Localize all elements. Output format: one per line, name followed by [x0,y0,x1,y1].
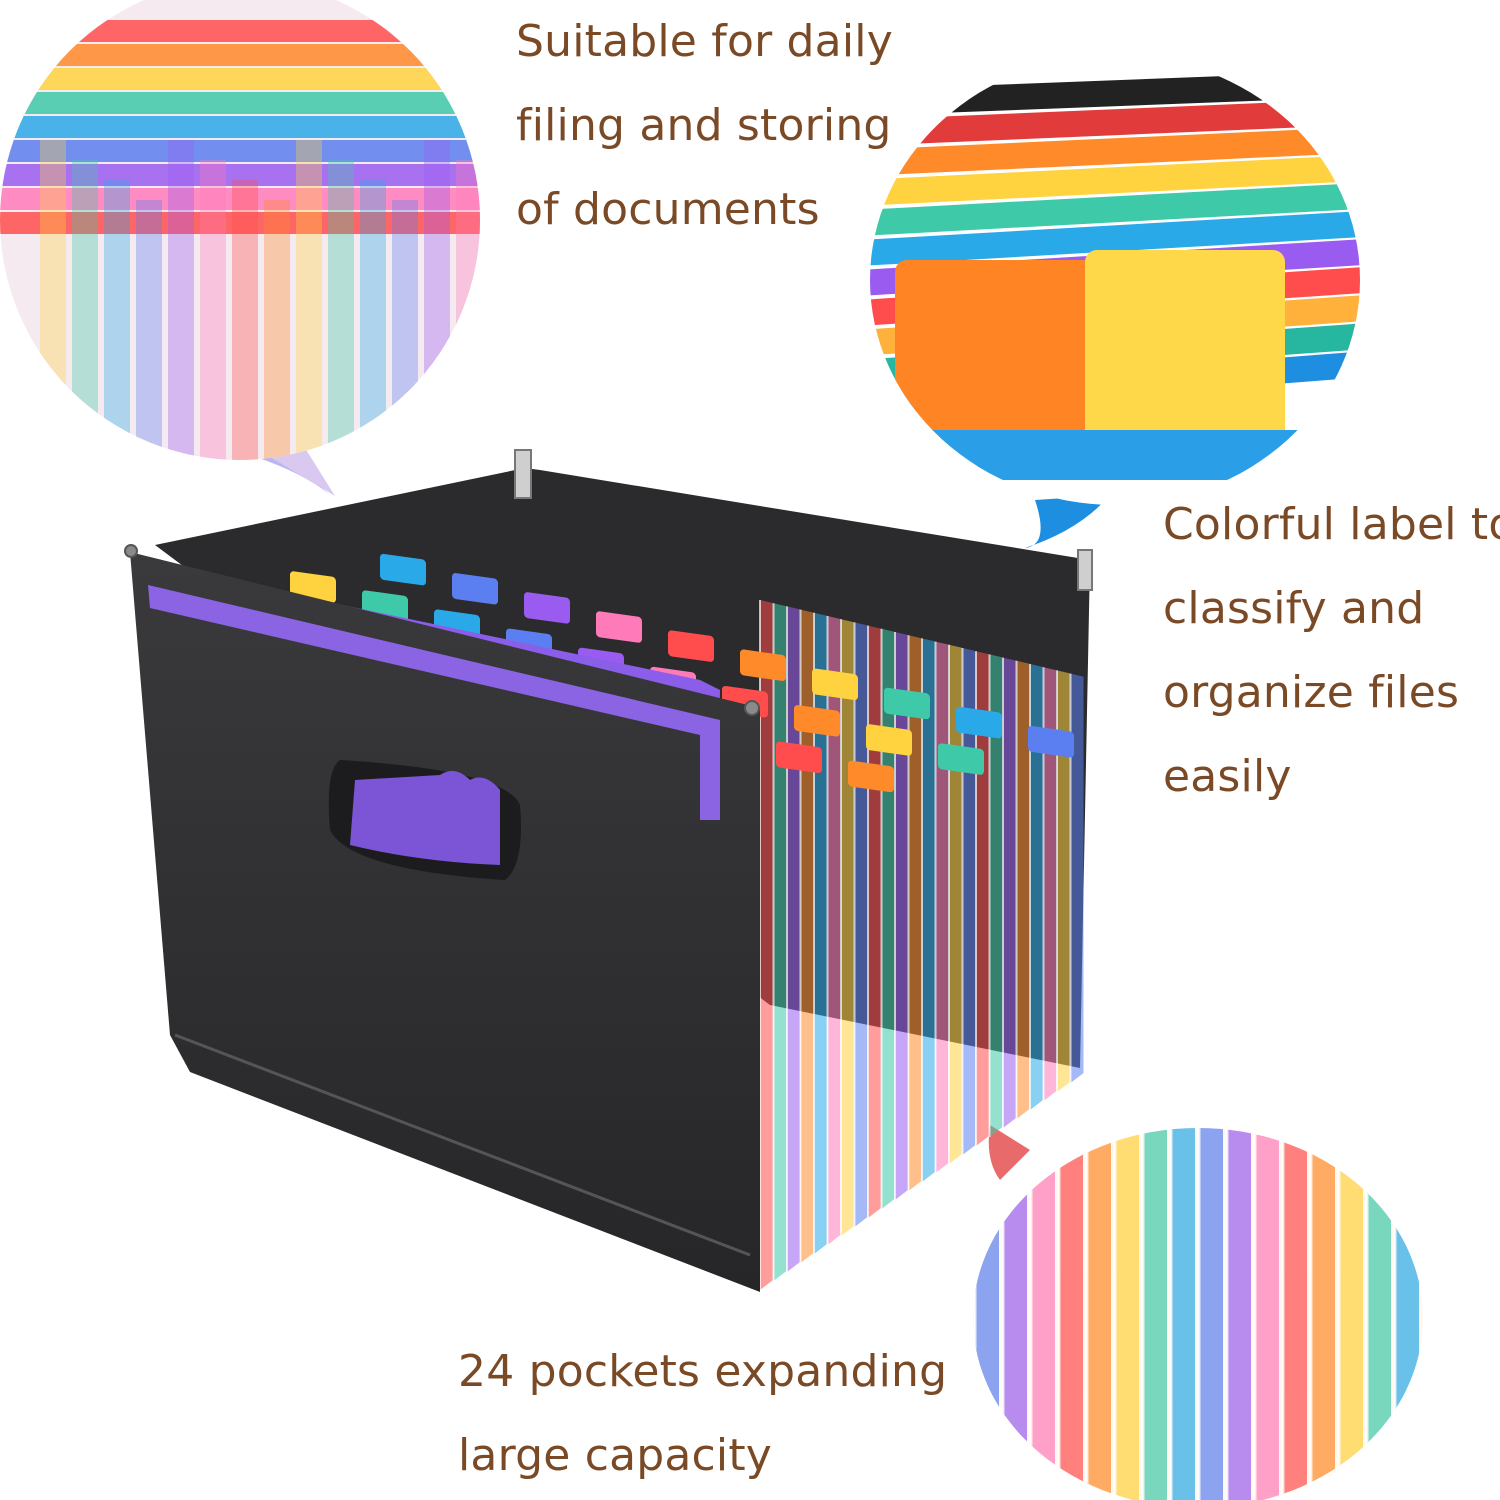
gusset-strip [232,180,258,460]
gusset-strip [264,200,290,460]
pocket-stripe [1311,1128,1335,1500]
pocket-stripe [1143,1128,1167,1500]
pocket-gusset [976,651,989,1146]
folder-tab [776,741,822,774]
pocket-gusset [881,628,895,1209]
folder-layer [870,210,1360,266]
pocket-stripe [1395,1128,1419,1500]
folder-tab [884,687,930,720]
pocket-stripe [1031,1128,1055,1500]
gusset-strip [40,140,66,460]
folder-tab [812,668,858,701]
pocket-stripe [1367,1128,1391,1500]
gusset-strip [328,160,354,460]
folder-tab [596,611,642,643]
pocket-gusset [1043,667,1057,1101]
gusset-strip [72,160,98,460]
tab-band [0,164,480,186]
tab-band [0,92,480,114]
folder-tab [1028,725,1074,758]
folder-tab [380,553,426,586]
tab-band [0,116,480,138]
caption-colorful-label: Colorful label to classify and organize … [1163,499,1500,802]
tab-band [0,44,480,66]
folder-tab [956,706,1002,739]
gusset-strip [296,140,322,460]
gusset-strip [392,200,418,460]
folder-layer [870,154,1360,206]
tab-band [0,212,480,234]
folder-tab [848,760,894,793]
pocket-gusset [1057,670,1070,1092]
folder-tab [866,724,912,756]
pocket-gusset [1070,673,1084,1083]
folder-tab [452,573,498,605]
pocket-stripe [1171,1128,1195,1500]
pocket-gusset [962,648,976,1155]
pocket-stripe [1059,1128,1083,1500]
folder-layer [870,126,1360,176]
label-orange [895,260,1095,430]
pocket-gusset [1030,664,1043,1110]
pocket-gusset [841,619,854,1236]
pocket-gusset [868,625,881,1218]
tab-band [0,20,480,42]
pocket-gusset [949,644,962,1164]
label-yellow [1085,250,1285,450]
pocket-stripe [1255,1128,1279,1500]
gusset-strip [424,140,450,460]
folder-tab [524,592,570,624]
pocket-gusset [1003,657,1016,1128]
pocket-stripe [1087,1128,1111,1500]
folder-bottom [870,430,1360,480]
pocket-stripe [1283,1128,1307,1500]
pocket-gusset [1016,660,1030,1119]
pocket-gusset [773,603,787,1281]
folder-tab [668,630,714,662]
pocket-gusset [814,612,827,1254]
zoom-bubble-labels [870,55,1360,548]
gusset-strip [360,180,386,460]
tab-band [0,140,480,162]
pocket-gusset [827,616,841,1245]
gusset-strip [200,160,226,460]
folder-layer [870,98,1360,146]
gusset-strip [456,160,480,460]
gusset-strip [136,200,162,460]
pocket-stripe [1199,1128,1223,1500]
pocket-gusset [922,638,935,1182]
pocket-gusset [787,606,800,1272]
folder-tab [740,649,786,681]
pocket-gusset [854,622,868,1227]
caption-daily-filing: Suitable for daily filing and storing of… [516,16,893,235]
tab-band [0,68,480,90]
pocket-stripe [1227,1128,1251,1500]
tab-band [0,188,480,210]
zoom-bubble-tabs [0,0,480,496]
pocket-stripe [1115,1128,1139,1500]
caption-pockets: 24 pockets expanding large capacity [458,1346,948,1481]
pocket-gusset [935,641,949,1173]
pocket-stripe [1339,1128,1363,1500]
pocket-gusset [895,632,908,1200]
gusset-strip [168,140,194,460]
pocket-gusset [989,654,1003,1137]
gusset-strip [104,180,130,460]
folder-tab [794,705,840,737]
pocket-gusset [908,635,922,1191]
zoom-bubble-pockets [973,1125,1423,1500]
expanding-file-folder [124,449,1093,1292]
folder-layer [870,182,1360,236]
pocket-gusset [760,600,773,1290]
folder-tab [938,743,984,775]
pocket-gusset [800,609,814,1263]
